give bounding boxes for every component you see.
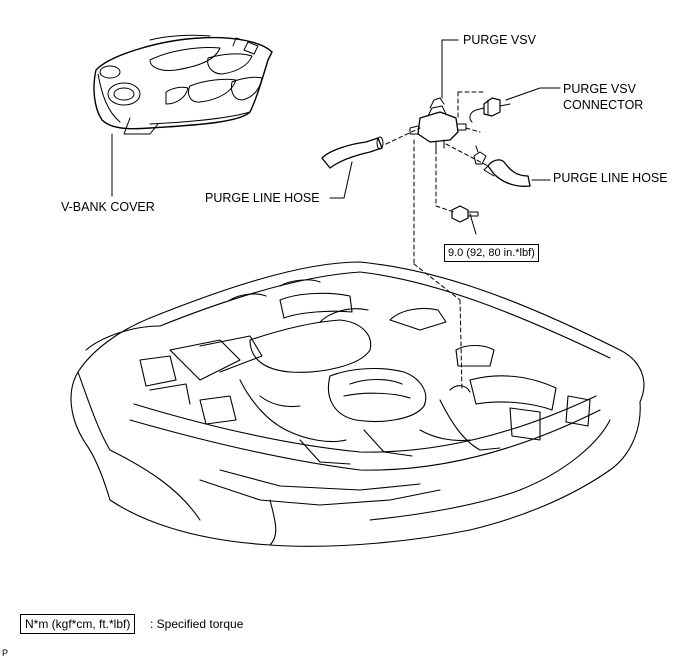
purge-line-hose-right-label: PURGE LINE HOSE (553, 171, 668, 185)
purge-vsv-connector-label-line2: CONNECTOR (563, 98, 644, 112)
v-bank-cover-label: V-BANK COVER (61, 200, 155, 214)
purge-vsv-part (409, 97, 467, 151)
vehicle-engine-bay (70, 261, 645, 547)
connector-leader (505, 87, 541, 101)
purge-vsv-connector-part (469, 97, 511, 123)
purge-line-hose-left-part (321, 136, 384, 169)
assembly-lines (385, 91, 489, 391)
purge-vsv-label: PURGE VSV (463, 33, 536, 47)
torque-legend-description: : Specified torque (150, 617, 244, 631)
bolt-part (451, 205, 479, 223)
hose-left-leader (343, 161, 353, 199)
v-bank-cover-part (93, 34, 273, 135)
torque-value-box: 9.0 (92, 80 in.*lbf) (444, 244, 539, 262)
purge-line-hose-left-label: PURGE LINE HOSE (205, 191, 320, 205)
hose-clip-part (473, 145, 487, 165)
torque-unit-legend-box: N*m (kgf*cm, ft.*lbf) (20, 614, 136, 634)
purge-line-hose-right-part (483, 159, 531, 187)
purge-vsv-connector-label-line1: PURGE VSV (563, 82, 636, 96)
figure-code: P (2, 648, 9, 658)
bolt-leader (469, 213, 477, 235)
